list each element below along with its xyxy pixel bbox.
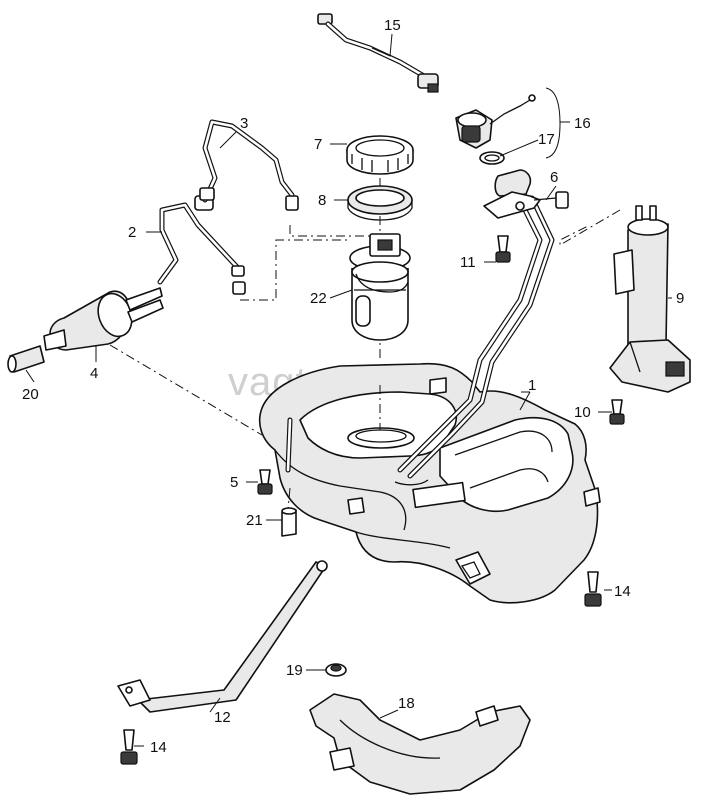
callout-1: 1	[528, 377, 536, 394]
callout-9: 9	[676, 290, 684, 307]
bolt-part-11	[495, 235, 511, 263]
bracket-part-6	[483, 169, 569, 219]
fuel-sender-part-16	[455, 94, 536, 149]
locking-ring-part-7	[346, 135, 414, 175]
seal-part-17	[479, 151, 505, 165]
fuel-tank-part-1	[258, 362, 601, 604]
callout-16: 16	[574, 115, 591, 132]
callout-7: 7	[314, 136, 322, 153]
heat-shield-part-18	[309, 693, 531, 795]
callout-19: 19	[286, 662, 303, 679]
callout-3: 3	[240, 115, 248, 132]
callout-4: 4	[90, 365, 98, 382]
callout-14-right: 14	[614, 583, 631, 600]
fuel-line-part-3	[199, 119, 299, 211]
callout-15: 15	[384, 17, 401, 34]
fuel-filter-part-4	[43, 287, 164, 351]
callout-5: 5	[230, 474, 238, 491]
bolt-part-14-right	[584, 571, 602, 607]
callout-22: 22	[310, 290, 327, 307]
callout-8: 8	[318, 192, 326, 209]
callout-labels: 1 2 3 4 5 6 7 8 9 10 11 12 14 14 15 16 1…	[22, 17, 684, 756]
carbon-canister-part-9	[609, 205, 691, 393]
tank-strap-part-12	[117, 560, 328, 713]
callout-14-left: 14	[150, 739, 167, 756]
fuel-line-part-2	[157, 195, 246, 295]
callout-21: 21	[246, 512, 263, 529]
clip-part-19	[325, 663, 347, 677]
tank-fuel-lines	[285, 195, 555, 479]
callout-11: 11	[460, 254, 476, 271]
bolt-part-5	[257, 469, 273, 495]
callout-18: 18	[398, 695, 415, 712]
wiring-harness-part-15	[317, 13, 439, 93]
spacer-part-21	[281, 507, 297, 537]
bolt-part-14-left	[120, 729, 138, 765]
fuel-pump-module-part-22	[349, 233, 411, 341]
leader-lines	[25, 33, 672, 747]
callout-20: 20	[22, 386, 39, 403]
bolt-part-10	[609, 399, 625, 425]
hose-part-20	[7, 345, 45, 373]
callout-17: 17	[538, 131, 555, 148]
callout-12: 12	[214, 709, 231, 726]
callout-10: 10	[574, 404, 591, 421]
callout-2: 2	[128, 224, 136, 241]
callout-6: 6	[550, 169, 558, 186]
seal-part-8	[347, 185, 413, 221]
